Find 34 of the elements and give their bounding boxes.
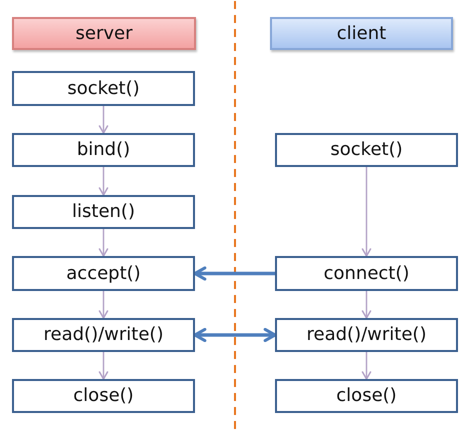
arrow — [98, 291, 108, 319]
column-header-box — [12, 17, 196, 50]
arrow — [98, 352, 108, 380]
function-box — [275, 318, 458, 352]
arrow — [193, 328, 277, 342]
column-title: client — [336, 24, 386, 44]
arrow — [362, 291, 372, 319]
function-label: bind() — [76, 140, 130, 160]
function-box — [12, 133, 195, 167]
function-label: read()/write() — [44, 325, 164, 345]
arrow — [362, 352, 372, 380]
function-label: socket() — [330, 140, 403, 160]
function-label: close() — [336, 386, 397, 406]
function-box — [12, 256, 195, 291]
function-box — [12, 71, 195, 106]
function-label: read()/write() — [306, 325, 426, 345]
function-box — [275, 379, 458, 413]
function-label: close() — [73, 386, 134, 406]
arrow — [98, 229, 108, 257]
column-header-box — [270, 17, 453, 50]
function-box — [12, 318, 195, 352]
function-label: connect() — [324, 264, 410, 284]
arrow — [98, 167, 108, 196]
function-box — [275, 256, 458, 291]
column-title: server — [76, 24, 132, 44]
function-label: socket() — [67, 78, 140, 98]
function-box — [275, 133, 458, 167]
function-label: accept() — [66, 264, 141, 284]
function-label: listen() — [72, 202, 135, 222]
arrow — [362, 167, 372, 257]
function-box — [12, 195, 195, 229]
function-box — [12, 379, 195, 413]
arrow — [98, 106, 108, 134]
arrow — [193, 266, 275, 281]
